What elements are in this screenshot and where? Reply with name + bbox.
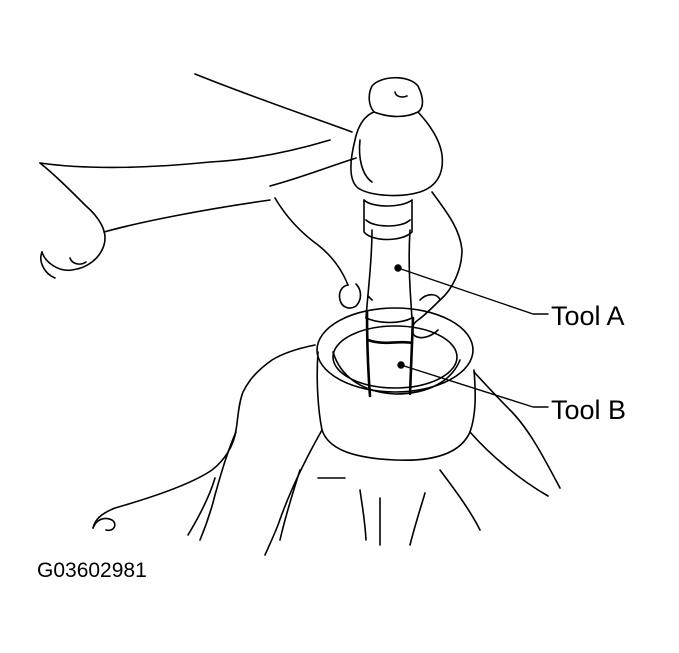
housing-body — [92, 344, 561, 556]
figure-id: G03602981 — [37, 559, 147, 582]
tool-b-label: Tool B — [551, 395, 627, 425]
tool-a-leader-line — [397, 267, 549, 315]
tool-b-shape — [365, 310, 415, 398]
tool-a-label: Tool A — [551, 301, 625, 331]
hammer — [194, 73, 444, 197]
bore-ring — [316, 307, 474, 395]
tool-b-leader-line — [400, 364, 549, 408]
right-hand — [274, 191, 463, 339]
left-hand — [39, 139, 331, 279]
tool-a-shape — [363, 199, 413, 324]
callout-leaders — [394, 264, 549, 408]
